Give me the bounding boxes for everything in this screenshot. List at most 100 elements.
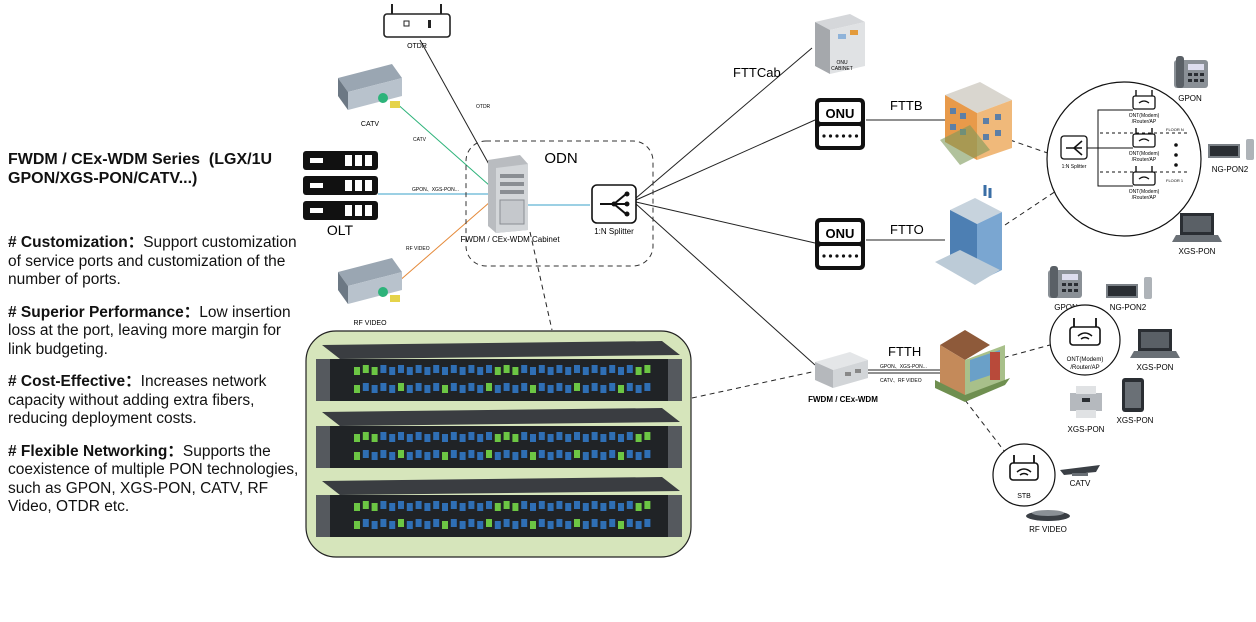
rack-units — [316, 341, 682, 537]
ftth-label: FTTH — [888, 344, 921, 359]
feature-cost: # Cost-Effective：Increases network capac… — [8, 373, 267, 427]
ont-router: ONT(Modem)/Router/AP — [1129, 166, 1160, 201]
ont-router-label-2: /Router/AP — [1132, 195, 1157, 201]
ont-router: ONT(Modem)/Router/AP — [1129, 90, 1160, 125]
circle-branch-lines — [1087, 109, 1133, 187]
xgspon-ftth-label: XGS-PON — [1137, 363, 1174, 372]
series-title-line1: FWDM / CEx-WDM Series (LGX/1U — [8, 151, 273, 168]
gpon-top-label: GPON — [1178, 94, 1202, 103]
rack-unit — [316, 341, 682, 401]
line-label-otdr: OTDR — [476, 104, 491, 110]
laptop-xgspon-ftth — [1130, 329, 1180, 358]
fttb-building — [940, 82, 1012, 165]
rf-video-device-label: RF VIDEO — [1029, 525, 1067, 534]
catv-server — [338, 64, 402, 110]
floor-1-label: FLOOR 1 — [1166, 178, 1184, 183]
ont-router-label-1: ONT(Modem) — [1129, 113, 1160, 119]
tower-circle-dashed — [1004, 184, 1066, 226]
xgspon-tablet-label: XGS-PON — [1117, 416, 1154, 425]
ftth-house — [935, 330, 1010, 402]
ngpon2-top — [1208, 139, 1254, 160]
catv-label: CATV — [361, 121, 379, 128]
floor-n-label: FLOOR N — [1166, 127, 1184, 132]
ont-ftth-label-1: ONT(Modem) — [1067, 357, 1104, 363]
ont-ftth-label-2: /Router/AP — [1070, 365, 1099, 371]
split-ftto-line — [635, 201, 816, 244]
ont-router-label-1: ONT(Modem) — [1129, 151, 1160, 157]
olt-device — [303, 151, 378, 220]
cabinet-tower — [488, 155, 528, 233]
onu-cabinet-label-1: ONU — [836, 60, 848, 66]
feature-performance: # Superior Performance：Low insertion los… — [8, 303, 291, 358]
catv-dish-label: CATV — [1070, 479, 1091, 488]
catv-line — [394, 101, 499, 194]
split-ftth-line — [635, 203, 816, 366]
rf-video-device — [1026, 510, 1070, 521]
fttcab-label: FTTCab — [733, 65, 781, 80]
rf-line — [397, 194, 499, 283]
tablet-xgspon — [1122, 378, 1144, 412]
line-label-catv: CATV — [413, 137, 427, 143]
splitter-label: 1:N Splitter — [594, 227, 634, 236]
onu-ftto — [815, 218, 865, 270]
fwdm-box — [815, 352, 868, 388]
ngpon2-ftth-label: NG-PON2 — [1110, 303, 1147, 312]
xgspon-top-label: XGS-PON — [1179, 247, 1216, 256]
laptop-xgspon-top — [1172, 213, 1222, 242]
onu-cabinet-label-2: CABINET — [831, 66, 853, 72]
feature-customization: # Customization：Support customization of… — [8, 234, 297, 288]
otdr-label: OTDR — [407, 43, 427, 50]
ont-router-label-2: /Router/AP — [1132, 119, 1157, 125]
gpon-ftth-label: GPON — [1054, 303, 1078, 312]
split-fttcab-line — [635, 47, 813, 199]
ont-router-label-1: ONT(Modem) — [1129, 189, 1160, 195]
feature-panel: FWDM / CEx-WDM Series (LGX/1U GPON/XGS-P… — [8, 150, 300, 517]
building-network-circle — [1046, 81, 1202, 237]
ont-router: ONT(Modem)/Router/AP — [1129, 128, 1160, 163]
rf-video-label: RF VIDEO — [353, 320, 387, 327]
otdr-device — [383, 4, 451, 38]
phone-gpon-top — [1174, 56, 1208, 88]
circle-splitter-label: 1:N Splitter — [1062, 164, 1087, 170]
ftto-tower — [935, 185, 1002, 285]
rack-unit — [316, 408, 682, 468]
onu-fttb-label: ONU — [826, 106, 855, 121]
odn-box — [465, 140, 654, 267]
phone-gpon-ftth — [1048, 266, 1082, 298]
ngpon2-ftth — [1106, 277, 1152, 299]
series-title-line2: GPON/XGS-PON/CATV...) — [8, 170, 198, 187]
line-label-rf: RF VIDEO — [406, 246, 430, 252]
printer-xgspon — [1070, 386, 1102, 418]
series-title: FWDM / CEx-WDM Series (LGX/1U GPON/XGS-P… — [8, 150, 300, 188]
fttb-label: FTTB — [890, 98, 923, 113]
line-label-pon: GPON、XGS-PON... — [412, 187, 459, 193]
stb-label: STB — [1017, 493, 1031, 500]
cabinet-rack-dashed — [529, 231, 553, 331]
onu-cabinet — [815, 14, 865, 74]
ont-router-label-2: /Router/AP — [1132, 157, 1157, 163]
onu-ftto-label: ONU — [826, 226, 855, 241]
rack-unit — [316, 477, 682, 537]
catv-dish — [1060, 465, 1100, 476]
ont-ftth-circle — [1049, 304, 1121, 376]
splitter-icon — [591, 184, 637, 224]
circle-ont-routers: ONT(Modem)/Router/APONT(Modem)/Router/AP… — [1129, 90, 1160, 201]
olt-label: OLT — [327, 222, 354, 238]
odn-label: ODN — [544, 150, 577, 167]
ftth-line-label-1: GPON、XGS-PON... — [880, 364, 927, 370]
xgspon-printer-label: XGS-PON — [1068, 425, 1105, 434]
split-fttb-line — [635, 119, 816, 201]
rf-video-server — [338, 258, 402, 304]
stb-circle — [992, 443, 1056, 507]
floor-dots — [1174, 143, 1178, 167]
fwdm-box-label: FWDM / CEx-WDM — [808, 395, 878, 404]
onu-fttb — [815, 98, 865, 150]
rack-fwdm-dashed — [691, 371, 813, 399]
ftto-label: FTTO — [890, 222, 924, 237]
ftth-line-label-2: CATV、RF VIDEO — [880, 378, 922, 384]
house-stb-dashed — [964, 399, 1006, 453]
circle-splitter-icon — [1060, 135, 1088, 160]
feature-networking: # Flexible Networking：Supports the coexi… — [8, 442, 299, 516]
ngpon2-top-label: NG-PON2 — [1212, 165, 1249, 174]
